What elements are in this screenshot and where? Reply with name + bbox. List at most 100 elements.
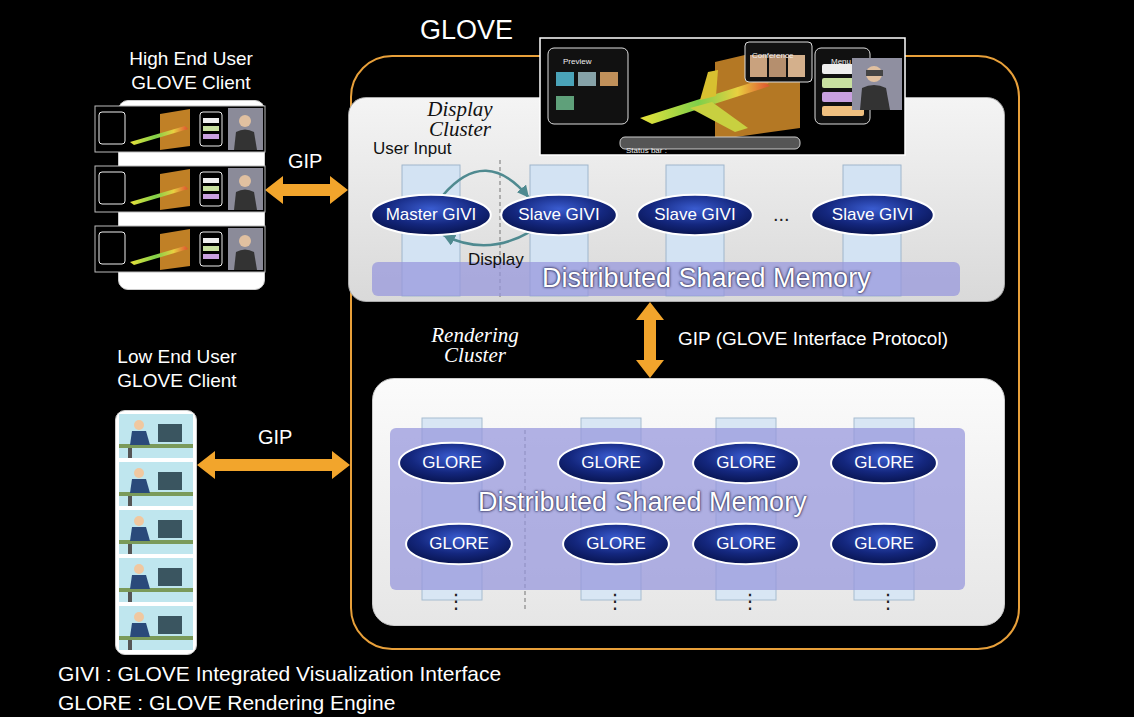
client-screen [228, 228, 263, 270]
client-screen [239, 175, 251, 187]
screen-label: Preview [563, 58, 591, 66]
glossary-note: GLORE : GLOVE Rendering Engine [58, 691, 395, 715]
ellipse-outline [563, 524, 669, 564]
client-screens [90, 100, 266, 290]
engine-node: GLORE [562, 522, 670, 566]
engine-node: GLORE [830, 441, 938, 485]
client-screen [239, 115, 251, 127]
client-screen [99, 172, 125, 204]
engine-node: GLORE [398, 441, 506, 485]
user-icon [128, 592, 132, 602]
client-screen [203, 186, 219, 191]
user-icon [134, 612, 144, 622]
user-icon [119, 510, 193, 554]
node-label: Master GIVI [386, 205, 477, 225]
engine-node: GLORE [557, 441, 665, 485]
client-screen [203, 238, 219, 243]
engine-node: GLORE [830, 522, 938, 566]
ellipsis-mark: ⋮ [605, 590, 625, 613]
screen-label: Status bar : [626, 147, 667, 155]
client-panel: High End User GLOVE Client [118, 100, 265, 290]
user-icon [119, 558, 193, 602]
client-screen [203, 134, 219, 139]
client-screen [203, 194, 219, 199]
user-icon [119, 510, 193, 554]
client-screen [203, 118, 219, 123]
engine-node: GLORE [692, 441, 800, 485]
client-screen [95, 106, 265, 152]
ellipsis-mark: ⋮ [740, 590, 760, 613]
client-screen [200, 112, 222, 146]
display-illustration [402, 38, 905, 300]
engine-node: GLORE [405, 522, 513, 566]
user-icons [115, 410, 197, 655]
node-label: Slave GIVI [832, 205, 913, 225]
user-icon [119, 462, 193, 506]
ellipse-outline [558, 443, 664, 483]
client-screen [95, 226, 265, 272]
client-screen [95, 166, 265, 212]
client-screens [95, 106, 265, 272]
user-icon [128, 544, 132, 554]
engine-node: Slave GIVI [500, 193, 618, 237]
node-label: Slave GIVI [654, 205, 735, 225]
ellipsis-mark: ... [773, 203, 790, 226]
node-label: GLORE [854, 534, 914, 554]
client-screen [239, 235, 251, 247]
node-label: GLORE [429, 534, 489, 554]
node-label: GLORE [716, 453, 776, 473]
ellipse-outline [371, 195, 491, 235]
client-screen [203, 246, 219, 251]
user-icon [119, 606, 193, 650]
client-screen [234, 130, 257, 151]
protocol-arrow [197, 451, 350, 479]
user-icon [130, 623, 150, 637]
ellipse-outline [811, 195, 934, 235]
user-icon [134, 564, 144, 574]
node-label: GLORE [581, 453, 641, 473]
screenshot [700, 70, 718, 100]
band-label: Distributed Shared Memory [478, 486, 807, 518]
client-screen [99, 232, 125, 264]
node-label: Slave GIVI [518, 205, 599, 225]
user-icon [158, 520, 182, 538]
user-icon [134, 420, 144, 430]
system-title: GLOVE [420, 15, 513, 46]
band-label: Distributed Shared Memory [542, 262, 871, 294]
screenshot [745, 42, 812, 82]
ellipsis-mark: ⋮ [446, 590, 466, 613]
node-label: GLORE [422, 453, 482, 473]
protocol-arrow [636, 302, 664, 378]
ellipse-outline [831, 524, 937, 564]
client-screen [95, 166, 265, 212]
screen-label: Menu [831, 58, 851, 66]
user-icon [158, 424, 182, 442]
user-icon [128, 640, 132, 650]
screenshot [540, 38, 905, 155]
client-screen [95, 106, 265, 152]
cluster-panel: Display ClusterMaster GIVISlave GIVISlav… [348, 97, 1005, 302]
node-label: GLORE [716, 534, 776, 554]
screenshot [556, 72, 574, 86]
ellipsis-mark: ⋮ [878, 590, 898, 613]
user-icon [119, 414, 193, 458]
user-icon [119, 462, 193, 506]
user-icon [128, 448, 132, 458]
ellipse-outline [637, 195, 753, 235]
ellipse-outline [693, 524, 799, 564]
edge-label: GIP (GLOVE Interface Protocol) [678, 328, 948, 350]
user-icon [158, 472, 182, 490]
user-icons [119, 414, 193, 650]
client-screen [203, 126, 219, 131]
engine-node: Slave GIVI [810, 193, 935, 237]
screenshot [860, 85, 890, 110]
node-label: GLORE [854, 453, 914, 473]
edge-label: Display [468, 250, 524, 270]
client-title: High End User GLOVE Client [106, 47, 276, 95]
client-screen [234, 250, 257, 271]
edge-label: User Input [373, 139, 451, 159]
glossary-note: GIVI : GLOVE Integrated Visualization In… [58, 662, 501, 686]
user-icon [134, 468, 144, 478]
client-screen [130, 246, 188, 265]
